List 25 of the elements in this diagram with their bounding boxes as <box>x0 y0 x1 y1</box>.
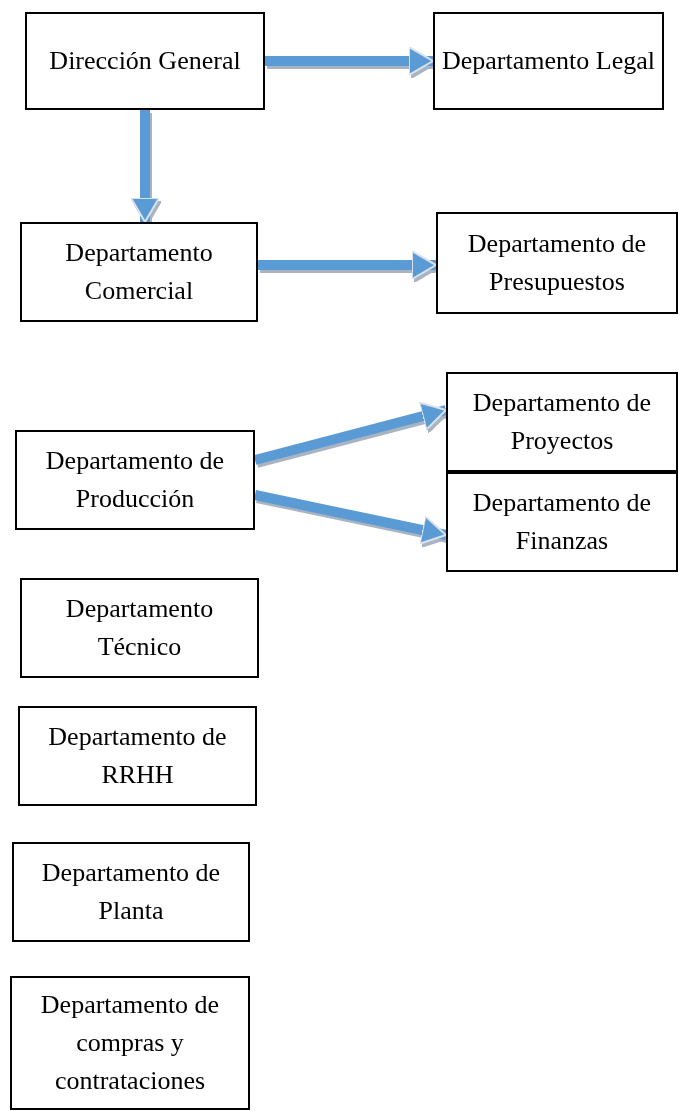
block-arrow <box>258 250 437 281</box>
department-box <box>433 12 664 110</box>
department-box <box>20 578 259 678</box>
department-box <box>436 212 678 314</box>
department-name: Departamento de Presupuestos <box>466 228 648 298</box>
department-name: Departamento de Producción <box>44 445 226 515</box>
department-box <box>15 430 255 530</box>
department-box <box>446 472 678 572</box>
department-box <box>20 222 258 322</box>
department-name: Departamento Técnico <box>64 593 215 663</box>
department-name: Departamento de compras y contrataciones <box>39 989 221 1097</box>
department-name: Departamento de RRHH <box>47 721 228 791</box>
department-name: Departamento Comercial <box>64 237 214 307</box>
department-name: Departamento de Planta <box>40 857 222 927</box>
department-box <box>12 842 250 942</box>
department-name: Departamento de Finanzas <box>471 487 653 557</box>
block-arrow <box>130 110 160 223</box>
department-name: Departamento Legal <box>442 45 655 77</box>
department-box <box>10 976 250 1110</box>
department-box <box>446 372 678 472</box>
department-box <box>25 12 265 110</box>
department-name: Departamento de Proyectos <box>471 387 653 457</box>
department-name: Dirección General <box>49 45 241 77</box>
department-box <box>18 706 257 806</box>
block-arrow <box>265 46 434 76</box>
